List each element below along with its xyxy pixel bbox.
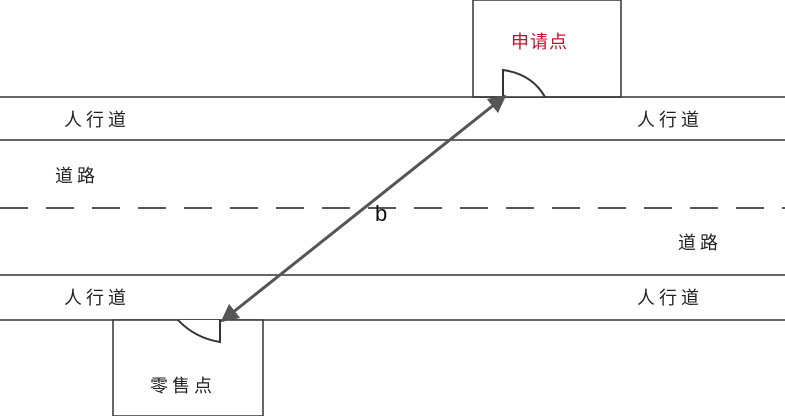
retail-door-icon (177, 319, 221, 344)
bottom-road-label: 道路 (678, 233, 722, 253)
retail-building (112, 319, 264, 416)
top-right-sidewalk-label: 人行道 (637, 110, 703, 130)
applicant-door-icon (502, 68, 546, 98)
distance-arrow (220, 94, 507, 323)
bottom-left-sidewalk-label: 人行道 (64, 288, 130, 308)
distance-label: b (375, 201, 388, 226)
applicant-label: 申请点 (511, 32, 568, 52)
retail-label: 零售点 (150, 376, 216, 396)
top-left-sidewalk-label: 人行道 (64, 110, 130, 130)
top-road-label: 道路 (55, 166, 99, 186)
bottom-right-sidewalk-label: 人行道 (637, 288, 703, 308)
applicant-building (472, 0, 622, 98)
